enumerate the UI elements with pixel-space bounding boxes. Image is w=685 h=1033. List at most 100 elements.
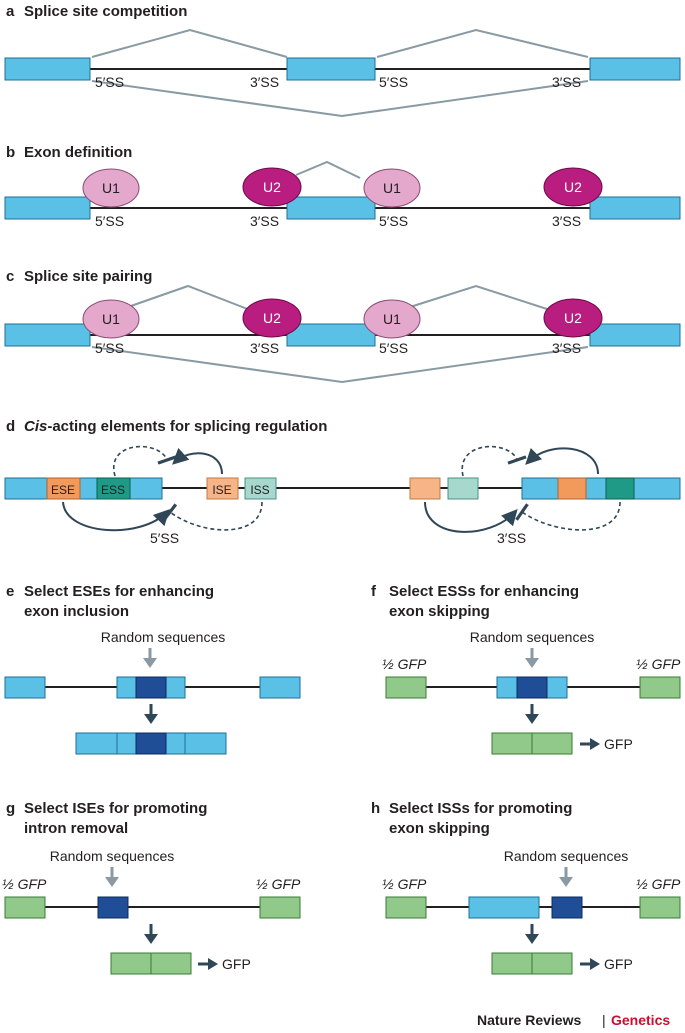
pairing-arc-2 xyxy=(409,284,551,311)
random-insert xyxy=(516,676,548,699)
splice-arc-2 xyxy=(376,28,589,58)
result-arrow-head xyxy=(144,714,158,724)
panel-h: h Select ISSs for promoting exon skippin… xyxy=(371,800,681,975)
half-gfp-left xyxy=(385,896,427,919)
splice-arc-skip xyxy=(91,80,589,118)
exon-3 xyxy=(589,57,681,81)
ise-box xyxy=(206,477,239,500)
half-gfp-label-right: ½ GFP xyxy=(636,656,681,672)
exon-right xyxy=(259,676,301,699)
panel-d-title: Cis-acting elements for splicing regulat… xyxy=(24,418,327,435)
random-insert xyxy=(97,896,129,919)
u2-label: U2 xyxy=(564,310,582,326)
downstream-exon xyxy=(521,477,681,500)
u2-label: U2 xyxy=(564,179,582,195)
u2-snrnp xyxy=(543,167,603,207)
label-3ss: 3′SS xyxy=(552,213,581,229)
random-sequences-label: Random sequences xyxy=(504,848,629,864)
gfp-arrow-head xyxy=(590,738,600,750)
label-5ss: 5′SS xyxy=(150,530,179,546)
random-sequences-label: Random sequences xyxy=(470,629,595,645)
panel-g: g Select ISEs for promoting intron remov… xyxy=(2,800,301,975)
half-gfp-right xyxy=(639,896,681,919)
panel-b: b Exon definition U1 U2 U1 U2 5′SS 3′SS … xyxy=(4,144,681,229)
panel-c-title: Splice site pairing xyxy=(24,268,152,285)
exon-left xyxy=(4,676,46,699)
label-5ss: 5′SS xyxy=(379,340,408,356)
exon-middle xyxy=(468,896,540,919)
label-3ss: 3′SS xyxy=(250,74,279,90)
u1-label: U1 xyxy=(383,311,401,327)
gfp-arrow-head xyxy=(590,958,600,970)
exon-1 xyxy=(4,57,91,81)
panel-h-title-line1: Select ISSs for promoting xyxy=(389,800,572,817)
u2-label: U2 xyxy=(263,179,281,195)
half-gfp-right xyxy=(259,896,301,919)
label-3ss: 3′SS xyxy=(552,74,581,90)
half-gfp-label-left: ½ GFP xyxy=(2,876,47,892)
ise-label: ISE xyxy=(212,483,231,497)
label-5ss: 5′SS xyxy=(95,74,124,90)
half-gfp-label-left: ½ GFP xyxy=(382,876,427,892)
footer-section: Genetics xyxy=(611,1012,670,1028)
ese-box-downstream xyxy=(557,477,587,500)
gfp-label: GFP xyxy=(604,956,633,972)
random-sequences-label: Random sequences xyxy=(101,629,226,645)
panel-h-letter: h xyxy=(371,800,380,817)
panel-g-letter: g xyxy=(6,800,15,817)
u1-label: U1 xyxy=(102,180,120,196)
iss-repression-arrow xyxy=(162,501,263,531)
u1-label: U1 xyxy=(102,311,120,327)
panel-g-title-line1: Select ISEs for promoting xyxy=(24,800,207,817)
gfp-label: GFP xyxy=(222,956,251,972)
iss-label: ISS xyxy=(250,483,269,497)
half-gfp-label-left: ½ GFP xyxy=(382,656,427,672)
label-3ss: 3′SS xyxy=(250,340,279,356)
random-arrow-head xyxy=(525,658,539,668)
u1-snrnp xyxy=(82,299,140,339)
half-gfp-label-right: ½ GFP xyxy=(636,876,681,892)
result-arrow-head xyxy=(144,934,158,944)
ese-box xyxy=(46,477,81,500)
label-5ss: 5′SS xyxy=(95,213,124,229)
panel-b-letter: b xyxy=(6,144,15,161)
panel-f: f Select ESSs for enhancing exon skippin… xyxy=(371,583,681,755)
u2-snrnp xyxy=(543,298,603,338)
ess-repression-arrow xyxy=(113,445,177,477)
pairing-arc-1 xyxy=(127,284,251,311)
footer-journal: Nature Reviews xyxy=(477,1012,581,1028)
u1-snrnp xyxy=(363,168,421,208)
exon-3 xyxy=(589,196,681,220)
ess-box xyxy=(96,477,131,500)
random-sequences-label: Random sequences xyxy=(50,848,175,864)
half-gfp-label-right: ½ GFP xyxy=(256,876,301,892)
result-arrow-head xyxy=(525,934,539,944)
panel-f-title-line1: Select ESSs for enhancing xyxy=(389,583,579,600)
label-5ss: 5′SS xyxy=(95,340,124,356)
random-arrow-head xyxy=(143,658,157,668)
u2-snrnp xyxy=(242,167,302,207)
label-5ss: 5′SS xyxy=(379,74,408,90)
exon-1 xyxy=(4,196,91,220)
panel-d: d Cis-acting elements for splicing regul… xyxy=(4,418,681,546)
ise-activation-arrow-downstream xyxy=(424,501,518,533)
ess-box-downstream xyxy=(605,477,635,500)
footer: Nature Reviews | Genetics xyxy=(477,1012,670,1028)
half-gfp-left xyxy=(4,896,46,919)
u1-snrnp xyxy=(82,168,140,208)
half-gfp-right xyxy=(639,676,681,699)
label-3ss: 3′SS xyxy=(497,530,526,546)
exon-2 xyxy=(286,196,376,220)
panel-g-title-line2: intron removal xyxy=(24,820,128,837)
ise-box-downstream xyxy=(409,477,441,500)
label-3ss: 3′SS xyxy=(250,213,279,229)
label-3ss: 3′SS xyxy=(552,340,581,356)
ess-repression-arrow-downstream xyxy=(515,501,621,531)
ese-label: ESE xyxy=(51,483,75,497)
panel-c: c Splice site pairing U1 U2 U1 U2 5′SS 3… xyxy=(4,268,681,384)
gfp-arrow-head xyxy=(208,958,218,970)
random-insert xyxy=(551,896,583,919)
panel-e-title-line2: exon inclusion xyxy=(24,603,129,620)
iss-box-downstream xyxy=(447,477,479,500)
